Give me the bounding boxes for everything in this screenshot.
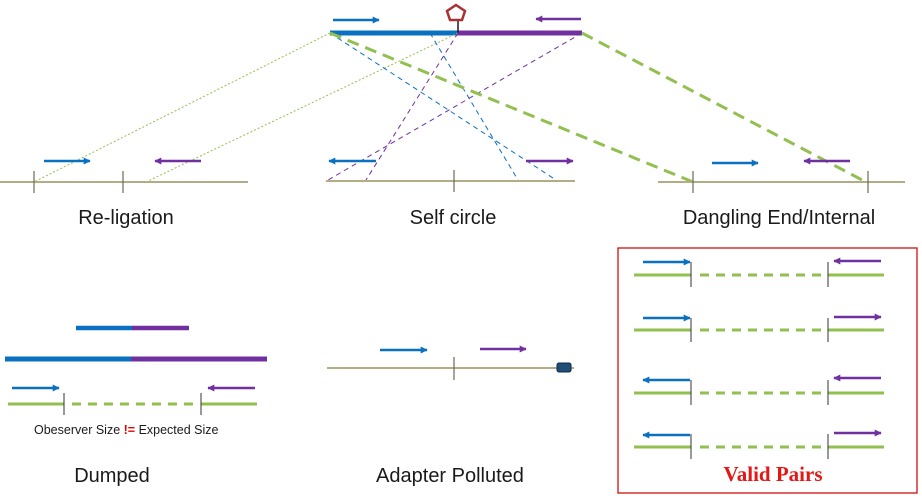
valid-pair-row-2 bbox=[634, 313, 884, 342]
pentagon-icon bbox=[445, 3, 467, 22]
dumped-panel: Obeserver Size != Expected Size Dumped bbox=[5, 325, 267, 487]
dangling-label: Dangling End/Internal bbox=[683, 207, 875, 229]
religation-connector-left bbox=[33, 32, 331, 183]
dumped-label: Dumped bbox=[74, 465, 150, 487]
valid-pairs-panel: Valid Pairs bbox=[617, 247, 918, 494]
adapter-label: Adapter Polluted bbox=[376, 465, 524, 487]
dangling-panel: Dangling End/Internal bbox=[658, 157, 905, 229]
size-note-left: Obeserver Size bbox=[34, 423, 124, 437]
top-fragment bbox=[330, 3, 582, 36]
valid-pairs-label: Valid Pairs bbox=[724, 462, 823, 486]
valid-pair-row-3 bbox=[634, 374, 884, 405]
dangling-connector-left bbox=[329, 31, 694, 184]
size-note-right: Expected Size bbox=[135, 423, 218, 437]
self-circle-connector-purple bbox=[327, 32, 583, 181]
adapter-block-icon bbox=[556, 362, 572, 373]
valid-pairs-box bbox=[617, 247, 918, 494]
size-note-operator: != bbox=[124, 423, 135, 437]
religation-connector-right bbox=[145, 32, 459, 183]
mapping-connectors bbox=[33, 31, 867, 184]
religation-panel: Re-ligation bbox=[0, 157, 248, 229]
size-note: Obeserver Size != Expected Size bbox=[34, 423, 219, 437]
dangling-connector-right bbox=[581, 31, 867, 184]
valid-pair-row-1 bbox=[634, 257, 884, 287]
valid-pair-row-4 bbox=[634, 429, 884, 459]
self-circle-label: Self circle bbox=[410, 207, 497, 229]
self-circle-panel: Self circle bbox=[326, 157, 575, 229]
religation-label: Re-ligation bbox=[78, 207, 174, 229]
self-circle-connector-blue-mid bbox=[429, 32, 519, 181]
self-circle-connector-blue bbox=[329, 32, 557, 181]
self-circle-connector-purple-mid bbox=[365, 32, 459, 181]
adapter-panel: Adapter Polluted bbox=[327, 345, 574, 487]
